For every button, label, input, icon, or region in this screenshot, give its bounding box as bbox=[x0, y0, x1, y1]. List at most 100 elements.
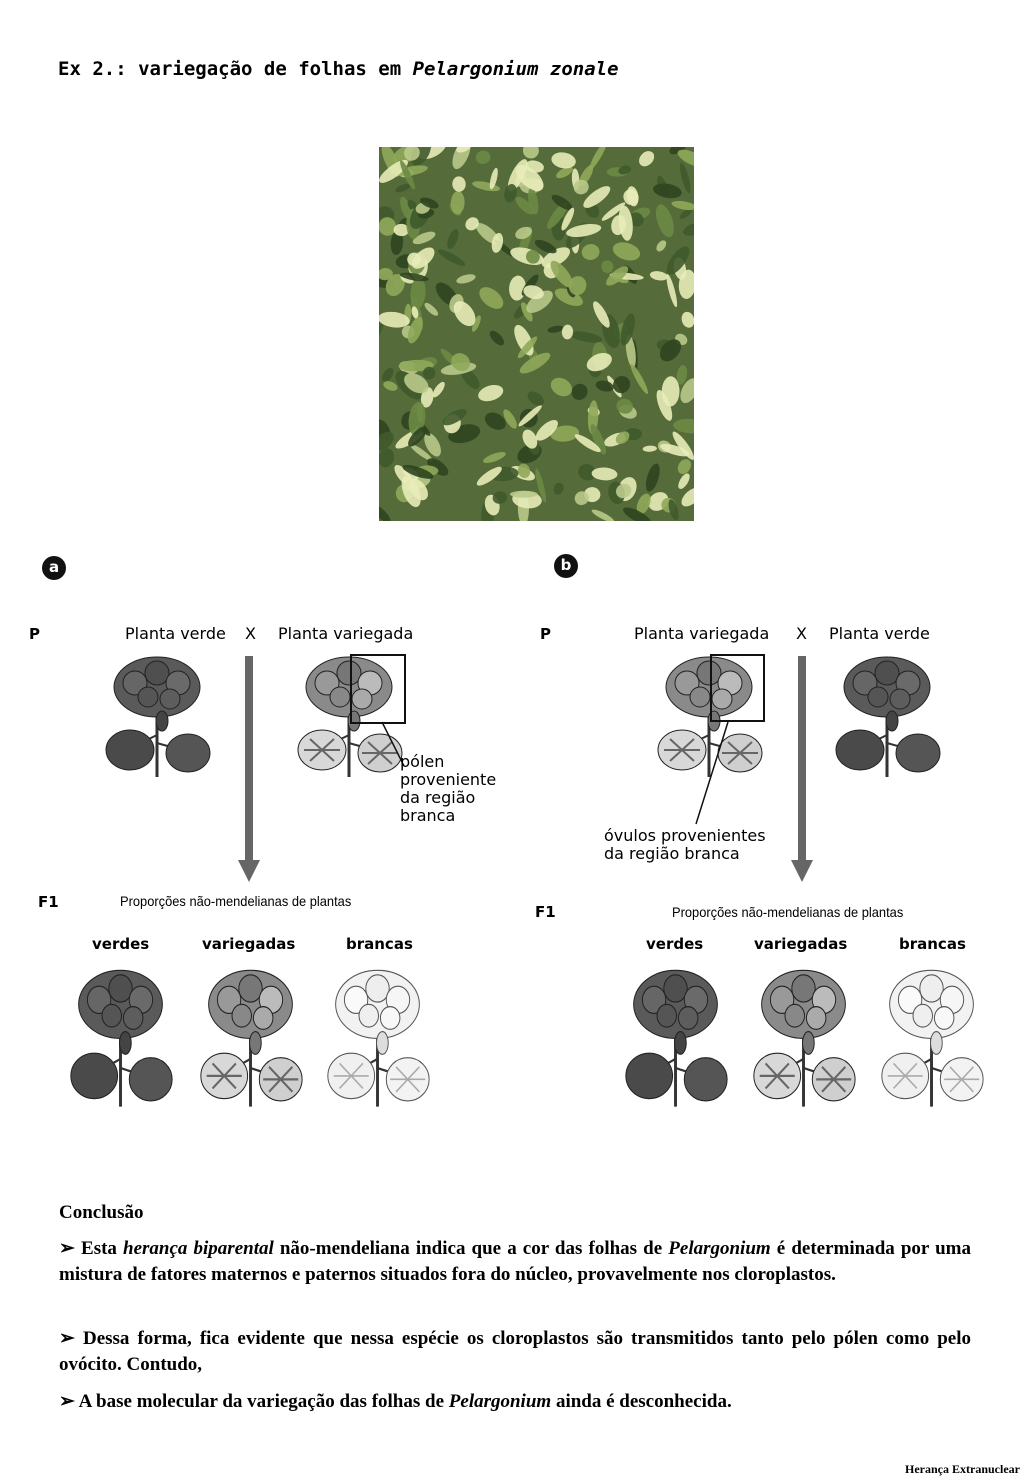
footer-label: Herança Extranuclear bbox=[905, 1462, 1020, 1476]
panel-b-p-label: P bbox=[540, 625, 551, 643]
panel-b-white-offspring-plant bbox=[880, 968, 985, 1109]
panel-a-note: pólen proveniente da região branca bbox=[400, 753, 496, 825]
leaf-shape bbox=[551, 152, 576, 169]
leaf-shape bbox=[655, 204, 674, 238]
p1-text: é determinada por uma mistura de fatores… bbox=[59, 1238, 972, 1285]
leaf-shape bbox=[509, 490, 538, 498]
leaf-shape bbox=[379, 318, 384, 340]
leaf-shape bbox=[408, 401, 426, 436]
leaf-shape bbox=[471, 315, 481, 332]
leaf-shape bbox=[668, 499, 679, 521]
leaf-shape bbox=[522, 429, 538, 449]
leaf-shape bbox=[573, 179, 589, 195]
leaf-shape bbox=[615, 431, 630, 444]
leaf-shape bbox=[606, 266, 629, 286]
leaf-shape bbox=[437, 249, 466, 266]
leaf-shape bbox=[491, 232, 504, 253]
leaf-shape bbox=[680, 378, 694, 404]
leaf-shape bbox=[410, 277, 426, 309]
panel-a-arrow bbox=[238, 656, 260, 882]
leaf-shape bbox=[409, 443, 433, 461]
leaf-shape bbox=[509, 275, 526, 301]
panel-b-green-parent-plant bbox=[834, 655, 942, 779]
conclusion-paragraph-1: ➢ Esta herança biparental não-mendeliana… bbox=[59, 1236, 971, 1288]
leaf-shape bbox=[525, 249, 540, 264]
leaf-shape bbox=[395, 183, 411, 193]
panel-b-offspring-variegated: variegadas bbox=[754, 935, 848, 953]
leaf-shape bbox=[412, 231, 436, 245]
leaf-shape bbox=[427, 458, 449, 476]
panel-b-arrow bbox=[791, 656, 813, 882]
leaf-shape bbox=[595, 380, 614, 392]
leaf-shape bbox=[527, 391, 544, 406]
leaf-shape bbox=[601, 260, 614, 273]
leaf-shape bbox=[656, 389, 673, 421]
leaf-shape bbox=[677, 459, 692, 475]
leaf-shape bbox=[591, 509, 615, 521]
panel-b-subtitle: Proporções não-mendelianas de plantas bbox=[672, 904, 904, 920]
panel-b-offspring-green: verdes bbox=[646, 935, 704, 953]
conclusion-paragraph-3: ➢ A base molecular da variegação das fol… bbox=[59, 1389, 971, 1415]
leaf-shape bbox=[613, 376, 631, 394]
leaf-shape bbox=[618, 205, 633, 241]
panel-a-subtitle: Proporções não-mendelianas de plantas bbox=[120, 893, 352, 909]
conclusion-heading: Conclusão bbox=[59, 1202, 144, 1223]
leaf-shape bbox=[561, 324, 574, 340]
leaf-shape bbox=[625, 334, 636, 368]
leaf-shape bbox=[484, 412, 506, 430]
leaf-shape bbox=[547, 325, 564, 333]
leaf-shape bbox=[535, 468, 547, 503]
leaf-shape bbox=[478, 384, 504, 402]
leaf-shape bbox=[593, 301, 610, 328]
leaf-shape bbox=[541, 247, 571, 268]
leaf-shape bbox=[382, 367, 394, 382]
leaf-shape bbox=[679, 208, 693, 219]
note-line: da região bbox=[400, 788, 476, 807]
leaf-shape bbox=[379, 217, 397, 236]
leaf-shape bbox=[678, 473, 690, 489]
leaf-shape bbox=[419, 197, 439, 209]
leaf-shape bbox=[583, 186, 611, 208]
leaf-shape bbox=[424, 302, 439, 316]
leaf-shape bbox=[666, 246, 690, 275]
leaf-shape bbox=[503, 409, 517, 429]
panel-a-f1-label: F1 bbox=[38, 893, 59, 911]
title-species: Pelargonium zonale bbox=[412, 58, 619, 80]
leaf-shape bbox=[379, 431, 394, 451]
leaf-shape bbox=[590, 424, 606, 455]
leaf-shape bbox=[587, 400, 599, 435]
leaf-shape bbox=[461, 368, 480, 389]
panel-b-parent-right: Planta verde bbox=[829, 624, 930, 643]
leaf-shape bbox=[399, 272, 429, 282]
panel-a-white-offspring-plant bbox=[326, 968, 431, 1109]
panel-b-note: óvulos provenientes da região branca bbox=[604, 827, 766, 863]
leaf-shape bbox=[681, 311, 694, 328]
leaf-shape bbox=[379, 503, 391, 521]
leaf-shape bbox=[402, 464, 434, 479]
leaf-shape bbox=[479, 287, 504, 309]
leaf-shape bbox=[519, 352, 551, 374]
leaf-shape bbox=[515, 226, 532, 240]
leaf-shape bbox=[407, 316, 423, 344]
leaf-shape bbox=[432, 381, 445, 398]
leaf-shape bbox=[515, 196, 535, 215]
leaf-shape bbox=[515, 164, 544, 192]
leaf-shape bbox=[574, 434, 601, 453]
leaf-shape bbox=[452, 147, 471, 170]
leaf-shape bbox=[550, 260, 573, 288]
leaf-shape bbox=[561, 207, 575, 231]
leaf-shape bbox=[615, 483, 632, 499]
leaf-shape bbox=[475, 150, 491, 165]
leaf-shape bbox=[601, 202, 626, 221]
leaf-shape bbox=[472, 181, 501, 192]
p3-italic: Pelargonium bbox=[448, 1391, 552, 1412]
leaf-shape bbox=[408, 426, 427, 447]
leaf-shape bbox=[571, 383, 588, 400]
leaf-shape bbox=[639, 151, 655, 167]
panel-a-badge: a bbox=[42, 556, 66, 580]
leaf-shape bbox=[612, 242, 641, 261]
variegated-leaves-photo bbox=[379, 147, 694, 521]
leaf-shape bbox=[390, 231, 404, 255]
leaf-shape bbox=[618, 165, 631, 175]
leaf-shape bbox=[669, 147, 687, 155]
